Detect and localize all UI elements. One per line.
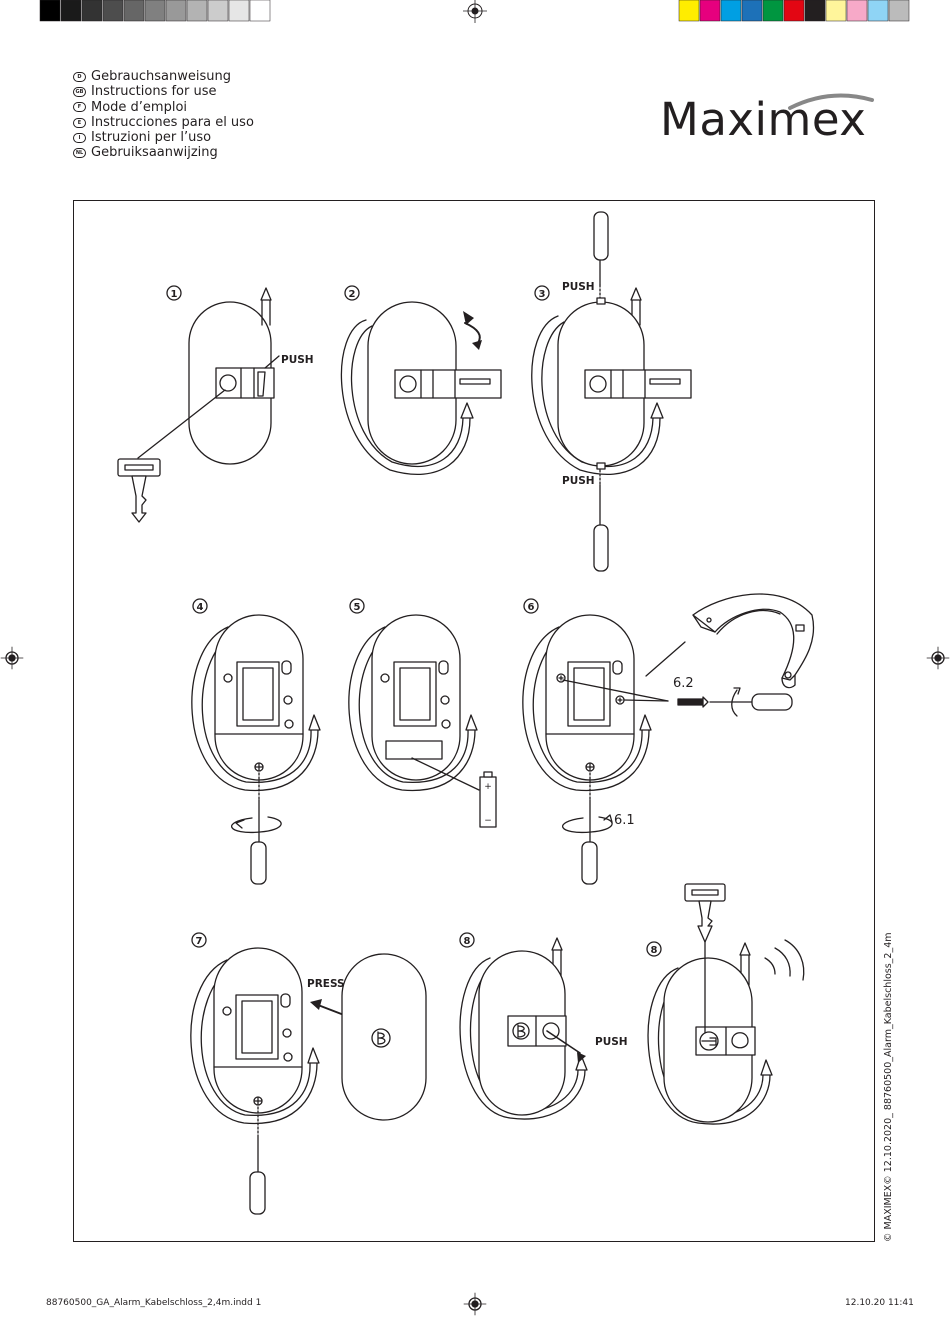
language-item-f: F Mode d’emploi xyxy=(73,100,254,115)
language-label: Mode d’emploi xyxy=(91,99,188,115)
grey-swatch xyxy=(81,0,103,22)
color-strip xyxy=(678,0,910,22)
brand-name: Maximex xyxy=(660,93,867,146)
grey-swatch xyxy=(123,0,145,22)
step-number: 4 xyxy=(197,602,204,613)
step-2: 2 xyxy=(340,285,502,475)
push-label: PUSH xyxy=(562,281,595,293)
step-number: 8 xyxy=(464,936,471,947)
step-5: 5 + − xyxy=(348,598,497,828)
brand-logo: Maximex xyxy=(660,90,880,150)
step-number: 8 xyxy=(651,945,658,956)
language-item-e: E Instrucciones para el uso xyxy=(73,115,254,130)
language-item-i: I Istruzioni per l’uso xyxy=(73,130,254,145)
color-swatch xyxy=(720,0,742,22)
color-swatch xyxy=(783,0,805,22)
grey-swatch xyxy=(249,0,271,22)
language-code-badge: D xyxy=(73,71,86,82)
substep-label-6-2: 6.2 xyxy=(673,676,694,691)
language-item-nl: NL Gebruiksaanwijzing xyxy=(73,145,254,160)
grey-swatch xyxy=(39,0,61,22)
step-8-alarm: 8 xyxy=(646,883,805,1125)
print-slug-file: 88760500_GA_Alarm_Kabelschloss_2,4m.indd… xyxy=(46,1298,262,1308)
copyright-notice: © MAXIMEX© 12.10.2020_ 88760500_Alarm_Ka… xyxy=(883,932,894,1242)
color-swatch xyxy=(846,0,868,22)
language-label: Instructions for use xyxy=(91,84,217,100)
registration-mark-right xyxy=(926,646,950,670)
grey-strip xyxy=(39,0,271,22)
step-number: 2 xyxy=(349,289,356,300)
step-4: 4 xyxy=(191,598,321,885)
language-list: D Gebrauchsanweisung GB Instructions for… xyxy=(73,69,254,161)
language-item-de: D Gebrauchsanweisung xyxy=(73,69,254,84)
color-calibration-bar xyxy=(39,0,910,23)
step-number: 3 xyxy=(539,289,546,300)
language-label: Istruzioni per l’uso xyxy=(91,130,212,146)
step-number: 7 xyxy=(196,936,203,947)
language-label: Gebrauchsanweisung xyxy=(91,69,231,84)
instruction-panel xyxy=(73,200,875,1242)
push-label: PUSH xyxy=(281,354,314,366)
grey-swatch xyxy=(207,0,229,22)
step-number: 6 xyxy=(528,602,535,613)
language-code-badge: F xyxy=(73,102,86,113)
step-3: 3 PUSH PUSH xyxy=(531,211,692,572)
print-slug-date: 12.10.20 11:41 xyxy=(845,1298,914,1308)
color-swatch xyxy=(762,0,784,22)
language-label: Instrucciones para el uso xyxy=(91,114,254,130)
language-label: Gebruiksaanwijzing xyxy=(91,145,218,161)
registration-mark-left xyxy=(0,646,24,670)
battery-minus-label: − xyxy=(484,816,492,826)
grey-swatch xyxy=(186,0,208,22)
grey-swatch xyxy=(102,0,124,22)
grey-swatch xyxy=(228,0,250,22)
color-swatch xyxy=(825,0,847,22)
substep-label-6-1: 6.1 xyxy=(614,813,635,828)
step-number: 5 xyxy=(354,602,361,613)
push-label: PUSH xyxy=(595,1036,628,1048)
logo-swoosh-icon xyxy=(788,93,874,110)
color-swatch xyxy=(741,0,763,22)
step-8-unlock: 8 PUSH xyxy=(459,932,628,1120)
color-swatch xyxy=(804,0,826,22)
step-6: 6 6.2 6.1 xyxy=(522,593,815,885)
step-1: 1 PUSH xyxy=(117,285,314,523)
language-code-badge: E xyxy=(73,117,86,128)
language-code-badge: GB xyxy=(73,86,86,97)
language-code-badge: NL xyxy=(73,148,86,159)
step-number: 1 xyxy=(171,289,178,300)
color-swatch xyxy=(867,0,889,22)
push-label: PUSH xyxy=(562,475,595,487)
battery-plus-label: + xyxy=(484,782,492,792)
registration-mark-bottom xyxy=(463,1292,487,1316)
language-item-gb: GB Instructions for use xyxy=(73,84,254,99)
color-swatch xyxy=(678,0,700,22)
step-7: 7 PRESS xyxy=(190,932,427,1215)
grey-swatch xyxy=(60,0,82,22)
grey-swatch xyxy=(144,0,166,22)
registration-mark-top xyxy=(463,0,487,23)
grey-swatch xyxy=(165,0,187,22)
color-swatch xyxy=(699,0,721,22)
press-label: PRESS xyxy=(307,978,345,990)
color-swatch xyxy=(888,0,910,22)
language-code-badge: I xyxy=(73,132,86,143)
